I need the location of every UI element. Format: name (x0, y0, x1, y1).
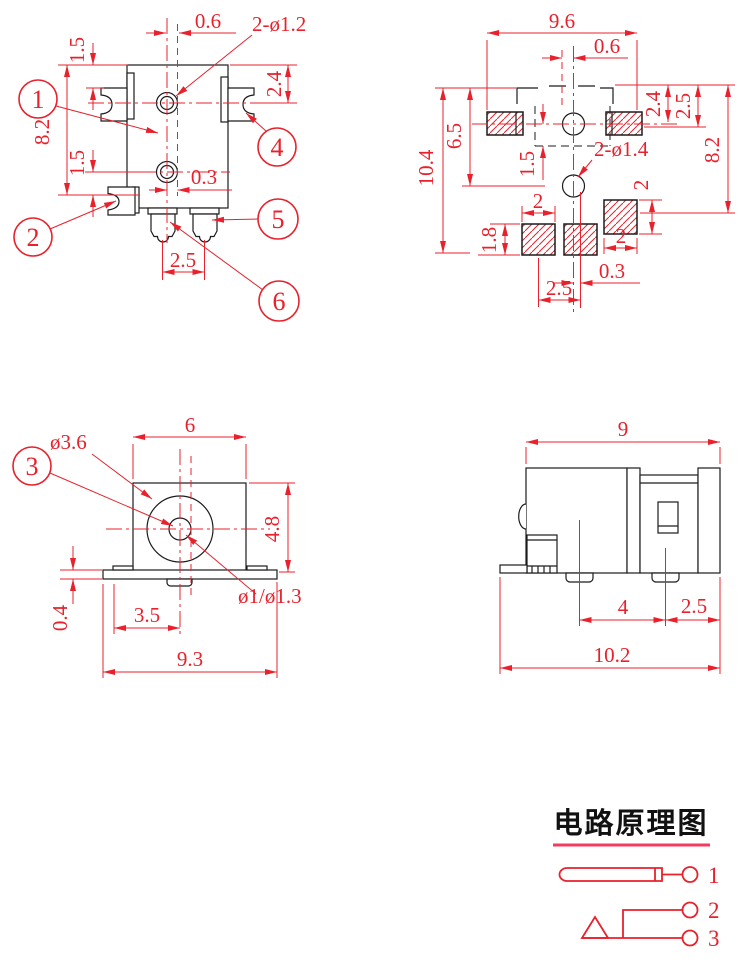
callout-circle-2 (13, 217, 53, 257)
pad-view-dimensions: 9.6 0.6 2.4 2.5 8.2 10.4 6.5 (414, 9, 735, 307)
side-view-callout: 3 (12, 446, 174, 527)
callout-6: 6 (273, 287, 286, 316)
side-bump (518, 503, 527, 530)
dim-clip-top: 1.5 (65, 37, 89, 63)
dim-clip-right: 2.4 (262, 70, 286, 97)
prong (150, 213, 176, 243)
left-top-clip (100, 87, 128, 122)
terminal-3 (681, 929, 699, 947)
dim-prong-pitch: 2.5 (170, 248, 196, 272)
front-view: 0.6 2-ø1.2 1.5 8.2 1.5 2.4 (13, 9, 306, 322)
switch-contact-symbol (580, 909, 682, 939)
left-bottom-clip (107, 186, 136, 216)
dim-hole-gap: 1.5 (515, 151, 539, 177)
barrel-diameter-note: ø3.6 (50, 430, 87, 454)
schematic-title: 电路原理图 (553, 807, 708, 840)
dim-pad-pitch: 2.5 (546, 276, 572, 300)
callout-1: 1 (32, 85, 45, 114)
dim-width: 6 (185, 413, 196, 437)
front-view-dimensions: 0.6 2-ø1.2 1.5 8.2 1.5 2.4 (30, 9, 306, 280)
end-view-dimensions: 9 4 2.5 10.2 (499, 417, 721, 674)
dim-offset: 0.6 (594, 34, 620, 58)
dim-height: 8.2 (30, 119, 54, 145)
dim-pad-right-w: 2 (616, 224, 627, 248)
prong (192, 213, 218, 243)
pin-2-label: 2 (708, 898, 720, 923)
callout-circle-1 (18, 79, 58, 119)
dim-pad-right-h: 2 (629, 180, 653, 191)
dim-hole-depth: 6.5 (442, 123, 466, 149)
front-view-callouts: 1 2 4 5 6 (13, 79, 300, 322)
dim-foot-right: 2.5 (681, 594, 707, 618)
dim-width: 9 (618, 417, 629, 441)
solder-pad-bottom-left (521, 223, 556, 256)
callout-circle-4 (257, 127, 297, 167)
dim-clip-bottom: 1.5 (65, 150, 89, 176)
hole-note: 2-ø1.4 (594, 137, 649, 161)
dim-foot-span: 4 (618, 595, 629, 619)
callout-5: 5 (272, 205, 285, 234)
dim-height: 4.8 (260, 516, 284, 542)
center-pin-symbol (558, 867, 682, 882)
dim-pad-left-h: 1.8 (477, 227, 501, 253)
side-view-centerlines (106, 449, 270, 636)
dim-base-width: 9.3 (177, 647, 203, 671)
pad-layout-view: 9.6 0.6 2.4 2.5 8.2 10.4 6.5 (414, 9, 735, 312)
dim-pad-left-w: 2 (533, 189, 544, 213)
circuit-schematic: 电路原理图 1 2 3 (553, 807, 720, 951)
end-view-body (499, 467, 721, 583)
pin-diameter-note: ø1/ø1.3 (238, 584, 302, 608)
solder-pad-bottom-right (603, 199, 638, 235)
prong-cap (189, 207, 220, 215)
callout-circle-3 (12, 446, 52, 486)
pin-1-label: 1 (708, 863, 720, 888)
end-view: 9 4 2.5 10.2 (499, 417, 721, 674)
dim-width: 9.6 (549, 9, 575, 33)
pin-3-label: 3 (708, 926, 720, 951)
side-view-dimensions: 6 4.8 ø3.6 ø1/ø1.3 0.4 3.5 (48, 413, 302, 678)
terminal-1 (681, 866, 699, 883)
dim-pad-top-center: 2.4 (641, 90, 665, 117)
dim-height: 8.2 (700, 137, 724, 163)
terminal-2 (681, 901, 699, 919)
dim-offset-top: 0.6 (195, 9, 221, 33)
front-view-centerlines (88, 18, 263, 243)
dim-base-width: 10.2 (594, 643, 631, 667)
bottom-tab (166, 578, 193, 587)
dim-pad-top-edge: 2.5 (671, 93, 695, 119)
callout-circle-6 (258, 280, 300, 322)
dim-offset-bottom: 0.3 (191, 165, 217, 189)
dim-total-height: 10.4 (414, 149, 438, 186)
hole-note: 2-ø1.2 (252, 12, 306, 36)
callout-4: 4 (271, 133, 284, 162)
dim-offset-bottom: 0.3 (599, 259, 625, 283)
side-view-body (102, 482, 278, 587)
dim-base-thickness: 0.4 (48, 604, 72, 631)
callout-2: 2 (27, 223, 40, 252)
side-view: 6 4.8 ø3.6 ø1/ø1.3 0.4 3.5 (12, 413, 302, 678)
pad-view-centerlines (472, 46, 680, 312)
contact-triangle (580, 915, 610, 939)
dim-pin-pos: 3.5 (134, 603, 160, 627)
prong-cap (147, 207, 178, 215)
front-view-body-geometry (100, 64, 255, 243)
callout-3: 3 (26, 452, 39, 481)
